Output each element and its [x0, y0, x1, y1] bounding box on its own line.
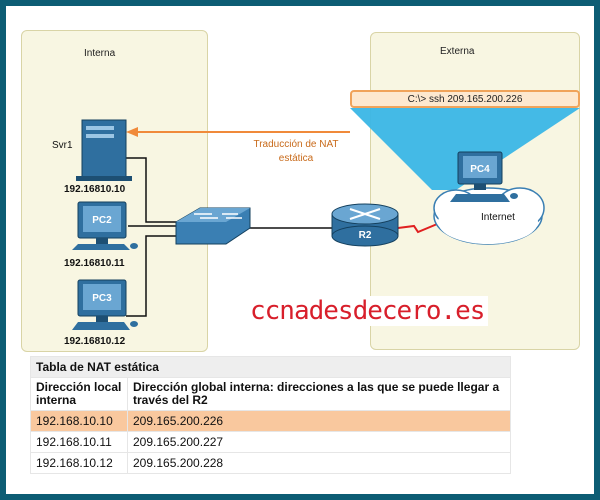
internet-label: Internet: [481, 212, 515, 223]
site-watermark: ccnadesdecero.es: [246, 296, 489, 326]
pc4-label: PC4: [470, 164, 490, 175]
pc2-label: PC2: [92, 215, 112, 226]
pc3-computer-icon: PC3: [72, 279, 138, 330]
cell-inside-local: 192.168.10.10: [30, 410, 128, 432]
serial-link: [397, 221, 443, 234]
svr1-name-label: Svr1: [52, 140, 73, 151]
outside-zone-title: Externa: [440, 46, 475, 57]
svr1-server-icon: [76, 119, 132, 181]
lan-links: [126, 157, 332, 317]
ssh-command-box: C:\> ssh 209.165.200.226: [350, 90, 580, 108]
nat-translation-label: Traducción de NAT estática: [226, 138, 366, 166]
internet-cloud-icon: Internet: [433, 187, 545, 245]
svr1-ip-label: 192.16810.10: [64, 184, 126, 195]
table-caption: Tabla de NAT estática: [30, 356, 511, 378]
r2-router-icon: R2: [331, 203, 399, 247]
static-nat-table: Tabla de NAT estática Dirección local in…: [30, 356, 511, 474]
switch-icon: [175, 207, 251, 245]
cell-inside-local: 192.168.10.12: [30, 452, 128, 474]
cell-inside-local: 192.168.10.11: [30, 431, 128, 453]
ssh-projection-cone: [350, 108, 580, 190]
table-row: 192.168.10.10 209.165.200.226: [30, 410, 511, 432]
table-caption-row: Tabla de NAT estática: [30, 356, 511, 378]
pc3-ip-label: 192.16810.12: [64, 336, 126, 347]
nat-label-line2: estática: [278, 153, 314, 164]
nat-label-line1: Traducción de NAT: [253, 139, 339, 150]
cell-inside-global: 209.165.200.228: [127, 452, 511, 474]
table-row: 192.168.10.11 209.165.200.227: [30, 431, 511, 453]
pc4-computer-icon: PC4: [450, 151, 518, 202]
pc2-ip-label: 192.16810.11: [64, 258, 125, 269]
r2-label: R2: [359, 230, 372, 241]
table-row: 192.168.10.12 209.165.200.228: [30, 452, 511, 474]
pc3-label: PC3: [92, 293, 112, 304]
cell-inside-global: 209.165.200.227: [127, 431, 511, 453]
pc2-computer-icon: PC2: [72, 201, 138, 250]
table-header-row: Dirección local interna Dirección global…: [30, 377, 511, 411]
cell-inside-global: 209.165.200.226: [127, 410, 511, 432]
nat-arrowhead: [126, 127, 138, 137]
header-inside-local: Dirección local interna: [30, 377, 128, 411]
header-inside-global: Dirección global interna: direcciones a …: [127, 377, 511, 411]
inside-zone-title: Interna: [84, 48, 116, 59]
